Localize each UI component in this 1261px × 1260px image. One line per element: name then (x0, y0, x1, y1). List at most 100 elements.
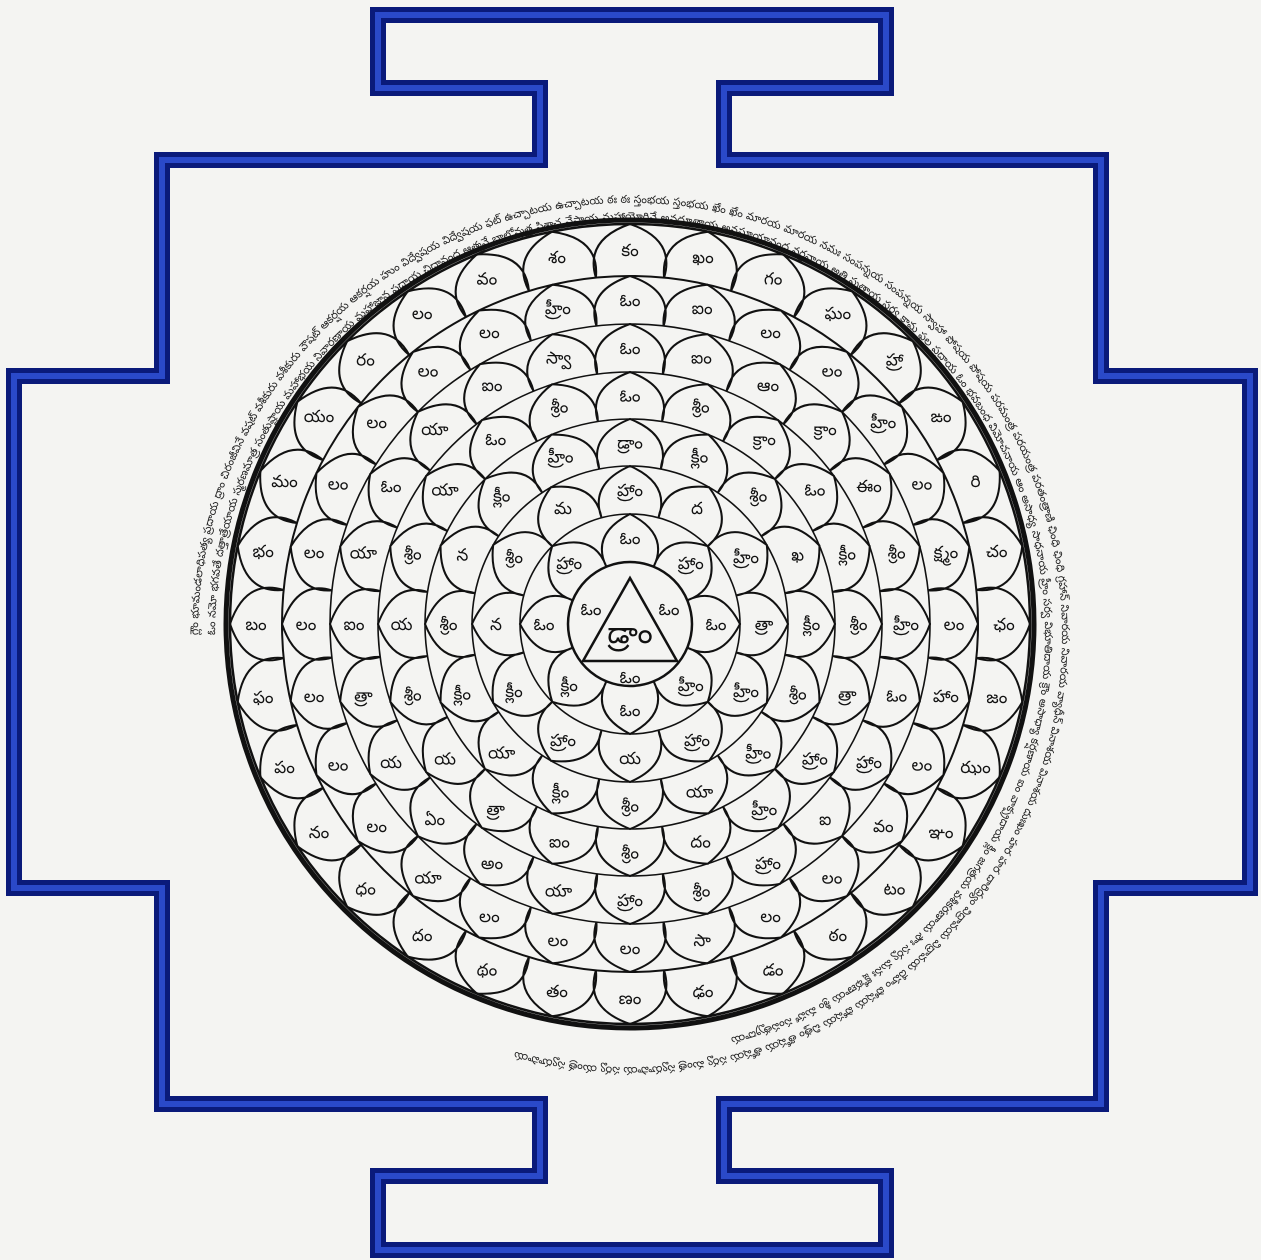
triangle-mark-bottom: ఓం (619, 668, 640, 688)
ring-2-petal-syllable: హ్రాం (683, 731, 710, 752)
ring-7-petal-syllable: వం (477, 270, 498, 290)
ring-7-petal-syllable: ఫం (253, 688, 274, 708)
ring-7-petal-syllable: పం (274, 758, 295, 778)
ring-5-petal-syllable: ఐం (691, 348, 712, 368)
ring-7-petal-syllable: గం (764, 270, 783, 290)
ring-3-petal-syllable: న (456, 546, 468, 566)
ring-2-petal-syllable: త్రా (754, 615, 774, 635)
ring-4-petal-syllable: శ్రీం (404, 686, 422, 706)
ring-4-petal-syllable: శ్రీం (692, 398, 710, 418)
ring-7-petal-syllable: ఝం (960, 758, 991, 778)
ring-2-petal-syllable: మ (554, 499, 572, 519)
ring-5-petal-syllable: ఏం (424, 810, 445, 830)
ring-5-petal-syllable: య (380, 753, 402, 773)
ring-6-petal-syllable: లం (304, 543, 325, 563)
ring-3-petal-syllable: శ్రీం (789, 685, 807, 705)
ring-7-petal-syllable: హ్రా (885, 351, 904, 372)
ring-4-petal-syllable: త్రా (486, 800, 506, 820)
ring-5-petal-syllable: ఓం (619, 339, 640, 359)
ring-7-petal-syllable: భం (253, 542, 275, 562)
ring-2-petal-syllable: ద (691, 499, 703, 519)
ring-6-petal-syllable: లం (822, 362, 843, 382)
ring-4-petal-syllable: హ్రీం (751, 800, 778, 821)
ring-1-petal-syllable: ఓం (705, 615, 726, 635)
ring-4-petal-syllable: దం (690, 832, 711, 852)
ring-6-petal-syllable: లం (548, 931, 569, 951)
ring-5-petal-syllable: ఆం (757, 376, 780, 396)
ring-4-petal-syllable: యా (431, 481, 459, 501)
ring-5-petal-syllable: ఐ (819, 810, 831, 830)
ring-1-petal-syllable: క్లీం (560, 676, 578, 698)
ring-3-petal-syllable: శ్రీం (440, 615, 458, 635)
ring-6-petal-syllable: లం (366, 413, 387, 433)
triangle-mark-left: ఓం (580, 600, 601, 620)
ring-4-petal-syllable: శ్రీం (850, 615, 868, 635)
ring-7-petal-syllable: ఢం (693, 982, 714, 1002)
ring-5-petal-syllable: ఓం (380, 477, 401, 497)
ring-5-petal-syllable: యా (545, 882, 573, 902)
ring-7-petal-syllable: శం (548, 248, 566, 268)
ring-3-petal-syllable: యా (488, 743, 516, 763)
ring-2-petal-syllable: హ్రీం (732, 548, 759, 569)
ring-6-petal-syllable: క్ష్మం (934, 543, 959, 566)
ring-7-petal-syllable: లం (412, 304, 433, 324)
ring-6-petal-syllable: యా (414, 868, 442, 888)
ring-6-petal-syllable: హాం (933, 687, 959, 707)
ring-2-petal-syllable: న (490, 615, 502, 635)
ring-5-petal-syllable: శ్రీం (888, 544, 906, 564)
ring-6-petal-syllable: లం (296, 615, 317, 635)
ring-6-petal-syllable: లం (328, 474, 349, 494)
ring-5-petal-syllable: యా (350, 544, 378, 564)
ring-5-petal-syllable: క్రాం (813, 420, 837, 440)
ring-3-petal-syllable: శ్రీం (621, 797, 639, 817)
ring-7-petal-syllable: ఞం (929, 823, 954, 843)
ring-5-petal-syllable: ఈం (856, 477, 882, 497)
ring-6-petal-syllable: లం (912, 756, 933, 776)
ring-7-petal-syllable: డం (763, 961, 784, 981)
ring-6-petal-syllable: వం (873, 817, 894, 837)
ring-4-petal-syllable: శ్రీం (404, 544, 422, 564)
ring-4-petal-syllable: శ్రీం (550, 398, 568, 418)
ring-6-petal-syllable: లం (760, 907, 781, 927)
ring-3-petal-syllable: హ్రీం (745, 743, 772, 764)
ring-4-petal-syllable: శ్రీం (621, 844, 639, 864)
ring-4-petal-syllable: క్లీం (838, 544, 856, 566)
ring-6-petal-syllable: లం (304, 687, 325, 707)
ring-7-petal-syllable: థం (477, 961, 498, 981)
ring-7-petal-syllable: జం (986, 688, 1007, 708)
ring-4-petal-syllable: ఓం (619, 387, 640, 407)
ring-5-petal-syllable: హ్రీం (892, 615, 919, 636)
ring-3-petal-syllable: డ్రాం (617, 434, 644, 454)
ring-5-petal-syllable: ఐం (344, 615, 365, 635)
ring-3-petal-syllable: క్లీం (453, 685, 471, 707)
central-bindu: డ్రాం ఓం ఓం ఓం (568, 562, 692, 688)
ring-1-petal-syllable: హ్రాం (556, 554, 583, 575)
ring-5-petal-syllable: త్రా (353, 686, 373, 706)
ring-1-petal-syllable: ఓం (619, 529, 640, 549)
ring-5-petal-syllable: యా (421, 420, 449, 440)
ring-7-petal-syllable: రం (356, 351, 375, 371)
ring-7-petal-syllable: రి (970, 472, 980, 492)
ring-2-petal-syllable: హ్రాం (616, 481, 643, 502)
ring-7-petal-syllable: ఖం (692, 248, 714, 268)
ring-3-petal-syllable: క్లీం (690, 447, 708, 469)
ring-7-petal-syllable: బం (245, 615, 267, 635)
ring-1-petal-syllable: ఓం (533, 615, 554, 635)
ring-7-petal-syllable: టం (884, 880, 906, 900)
ring-7-petal-syllable: యం (304, 407, 335, 427)
ring-4-petal-syllable: ఓం (485, 430, 506, 450)
ring-7-petal-syllable: ఙం (930, 407, 951, 427)
ring-6-petal-syllable: లం (479, 323, 500, 343)
ring-7-petal-syllable: ణం (619, 989, 642, 1009)
ring-3-petal-syllable: శ్రీం (749, 487, 767, 507)
ring-6-petal-syllable: లం (479, 907, 500, 927)
ring-4-petal-syllable: ఐం (549, 832, 570, 852)
ring-3-petal-syllable: క్లీం (802, 615, 820, 637)
ring-7-petal-syllable: ఠం (828, 926, 847, 946)
ring-5-petal-syllable: ఐం (482, 376, 503, 396)
ring-4-petal-syllable: య (391, 615, 413, 635)
ring-5-petal-syllable: అం (481, 854, 504, 874)
ring-7-petal-syllable: మం (271, 472, 298, 492)
ring-7-petal-syllable: నం (309, 823, 330, 843)
